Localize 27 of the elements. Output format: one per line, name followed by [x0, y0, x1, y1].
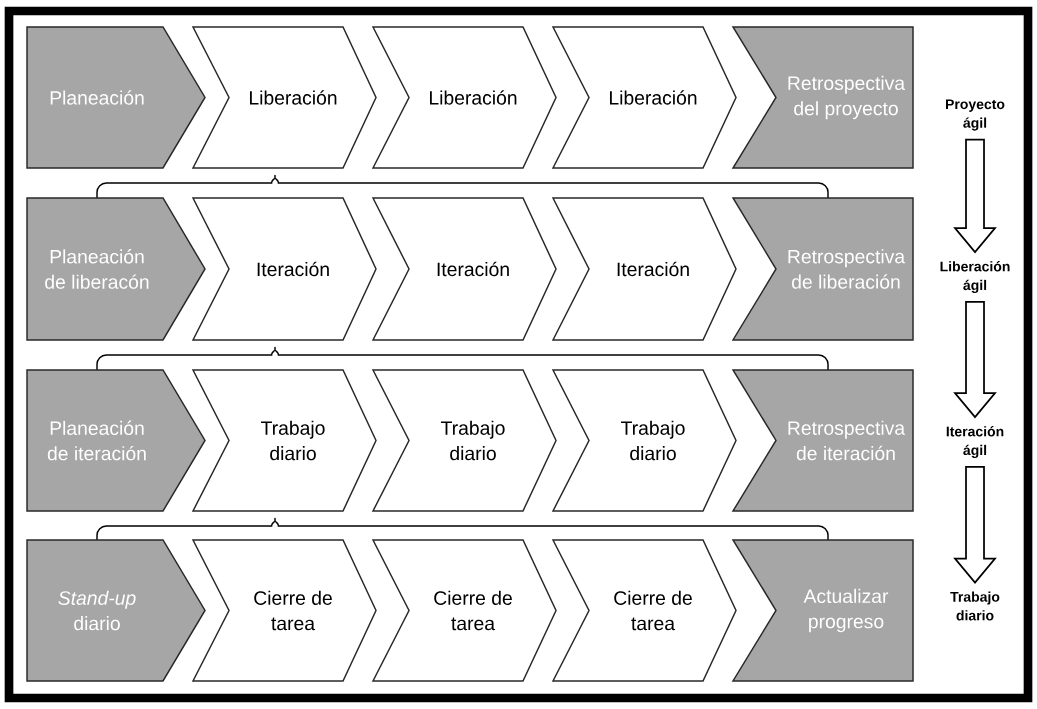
process-step: Trabajo diario	[371, 369, 557, 512]
stage-label: Iteración ágil	[946, 426, 1004, 458]
process-step: Iteración	[371, 197, 557, 341]
process-step: Liberación	[191, 26, 377, 169]
stage-label: Liberación ágil	[940, 261, 1010, 293]
hollow-arrow	[953, 466, 997, 584]
process-step: Planeación	[26, 26, 206, 169]
process-step: Actualizar progreso	[731, 539, 914, 682]
process-step: Planeación de liberacón	[26, 197, 206, 341]
hollow-arrow	[953, 301, 997, 419]
process-step: Retrospectiva de liberación	[731, 197, 914, 341]
process-step: Cierre de tarea	[371, 539, 557, 682]
process-step: Iteración	[551, 197, 737, 341]
process-step: Stand-up diario	[26, 539, 206, 682]
process-step: Cierre de tarea	[551, 539, 737, 682]
process-step: Retrospectiva de iteración	[731, 369, 914, 512]
stage-label: Trabajo diario	[950, 591, 1000, 621]
process-step: Liberación	[371, 26, 557, 169]
process-step: Trabajo diario	[191, 369, 377, 512]
process-step: Trabajo diario	[551, 369, 737, 512]
stage-label: Proyecto ágil	[946, 99, 1005, 131]
process-step: Planeación de iteración	[26, 369, 206, 512]
process-step: Cierre de tarea	[191, 539, 377, 682]
hollow-arrow	[953, 138, 997, 254]
process-step: Liberación	[551, 26, 737, 169]
process-step: Iteración	[191, 197, 377, 341]
process-step: Retrospectiva del proyecto	[731, 26, 914, 169]
